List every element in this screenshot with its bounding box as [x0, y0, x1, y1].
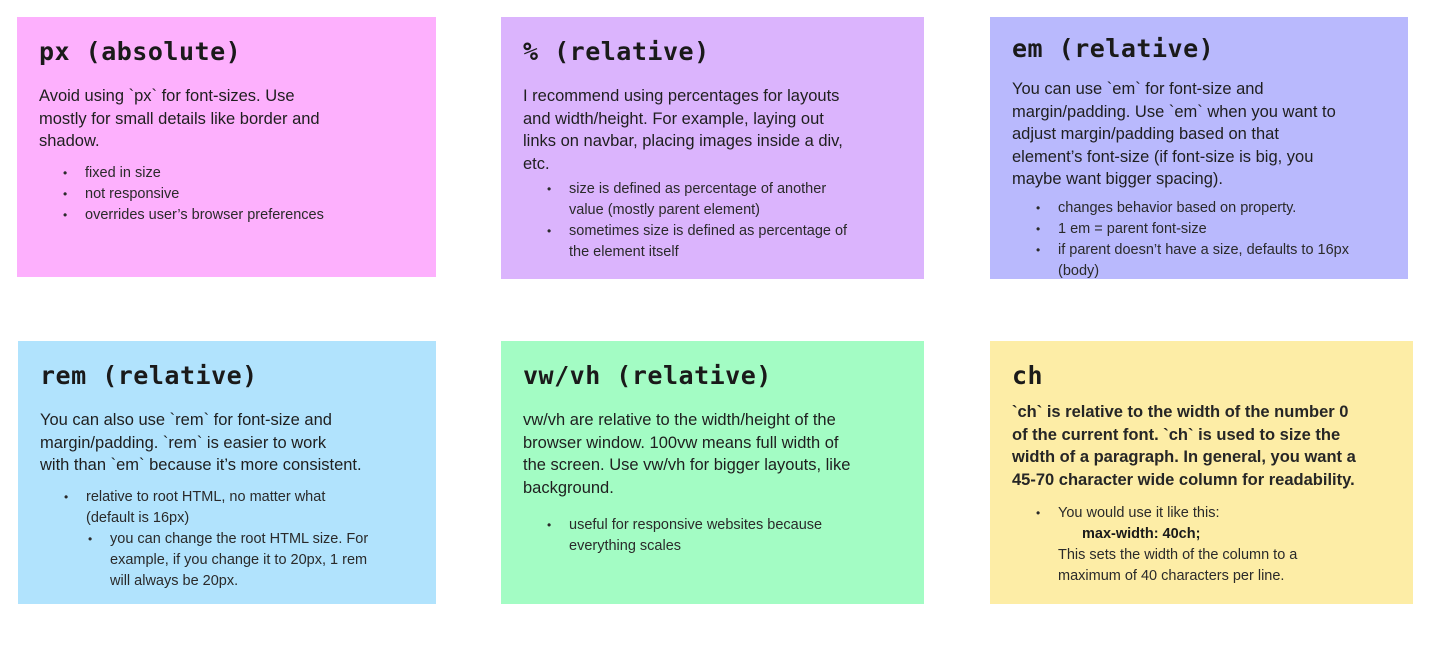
card-em: em (relative) You can use `em` for font-…	[990, 17, 1408, 279]
bullet-line: the element itself	[569, 244, 679, 260]
description-line: the screen. Use vw/vh for bigger layouts…	[523, 456, 851, 474]
description-line: mostly for small details like border and	[39, 109, 320, 128]
description-line: maybe want bigger spacing).	[1012, 170, 1223, 188]
bullet-item: sometimes size is defined as percentage …	[547, 221, 902, 263]
description-line: Avoid using `px` for font-sizes. Use	[39, 87, 295, 105]
bullet-item: useful for responsive websites because e…	[547, 515, 902, 557]
card-title: px (absolute)	[39, 37, 242, 66]
bullet-line: You would use it like this:	[1058, 505, 1220, 521]
bullet-line: (body)	[1058, 262, 1100, 279]
card-ch: ch `ch` is relative to the width of the …	[990, 341, 1413, 604]
sub-bullet-item: you can change the root HTML size. For e…	[88, 529, 414, 592]
bullet-item: 1 em = parent font-size	[1036, 219, 1386, 240]
card-description: You can use `em` for font-size and margi…	[1012, 78, 1386, 191]
description-line: of the current font. `ch` is used to siz…	[1012, 425, 1341, 444]
bullet-list: You would use it like this: max-width: 4…	[1012, 503, 1391, 587]
bullet-line: everything scales	[569, 538, 682, 554]
description-line: element’s font-size (if font-size is big…	[1012, 147, 1314, 166]
bullet-item: You would use it like this: max-width: 4…	[1036, 503, 1391, 587]
bullet-list: fixed in size not responsive overrides u…	[39, 163, 414, 226]
description-line: links on navbar, placing images inside a…	[523, 132, 843, 150]
description-line: adjust margin/padding based on that	[1012, 125, 1279, 143]
description-line: width of a paragraph. In general, you wa…	[1012, 448, 1356, 466]
card-title: rem (relative)	[40, 361, 258, 390]
description-line: browser window. 100vw means full width o…	[523, 433, 839, 452]
bullet-list: relative to root HTML, no matter what (d…	[40, 487, 414, 592]
bullet-line: maximum of 40 characters per line.	[1058, 568, 1285, 584]
bullet-item: size is defined as percentage of another…	[547, 179, 902, 221]
description-line: margin/padding. Use `em` when you want t…	[1012, 102, 1336, 121]
card-description: `ch` is relative to the width of the num…	[1012, 401, 1391, 491]
description-line: 45-70 character wide column for readabil…	[1012, 470, 1355, 489]
bullet-item: changes behavior based on property.	[1036, 198, 1386, 219]
description-line: I recommend using percentages for layout…	[523, 87, 840, 105]
description-line: with than `em` because it’s more consist…	[40, 456, 362, 474]
bullet-line: sometimes size is defined as percentage …	[569, 223, 848, 239]
description-line: etc.	[523, 154, 550, 173]
bullet-item: not responsive	[63, 184, 414, 205]
bullet-line: you can change the root HTML size. For	[110, 530, 369, 547]
bullet-item: overrides user’s browser preferences	[63, 205, 414, 226]
bullet-item: fixed in size	[63, 163, 414, 184]
card-percent: % (relative) I recommend using percentag…	[501, 17, 924, 279]
description-line: You can also use `rem` for font-size and	[40, 411, 332, 429]
bullet-line: useful for responsive websites because	[569, 517, 823, 533]
card-description: I recommend using percentages for layout…	[523, 85, 902, 175]
bullet-item: relative to root HTML, no matter what (d…	[64, 487, 414, 529]
description-line: `ch` is relative to the width of the num…	[1012, 403, 1349, 421]
code-example: max-width: 40ch;	[1082, 526, 1201, 542]
card-rem: rem (relative) You can also use `rem` fo…	[18, 341, 436, 604]
card-description: Avoid using `px` for font-sizes. Use mos…	[39, 85, 414, 153]
bullet-line: (default is 16px)	[86, 509, 190, 526]
description-line: You can use `em` for font-size and	[1012, 80, 1264, 98]
card-description: You can also use `rem` for font-size and…	[40, 409, 414, 477]
description-line: margin/padding. `rem` is easier to work	[40, 433, 327, 452]
bullet-list: changes behavior based on property. 1 em…	[1012, 198, 1386, 280]
bullet-line: example, if you change it to 20px, 1 rem	[110, 551, 368, 568]
bullet-line: This sets the width of the column to a	[1058, 547, 1298, 563]
card-title: vw/vh (relative)	[523, 361, 772, 390]
card-px: px (absolute) Avoid using `px` for font-…	[17, 17, 436, 277]
description-line: background.	[523, 478, 614, 497]
description-line: and width/height. For example, laying ou…	[523, 109, 824, 128]
bullet-item: if parent doesn’t have a size, defaults …	[1036, 240, 1386, 280]
card-title: ch	[1012, 361, 1044, 390]
card-description: vw/vh are relative to the width/height o…	[523, 409, 902, 499]
card-title: em (relative)	[1012, 34, 1215, 63]
bullet-list: useful for responsive websites because e…	[523, 515, 902, 557]
description-line: vw/vh are relative to the width/height o…	[523, 411, 836, 429]
bullet-line: size is defined as percentage of another	[569, 181, 827, 197]
bullet-line: will always be 20px.	[110, 572, 239, 589]
bullet-line: if parent doesn’t have a size, defaults …	[1058, 241, 1349, 258]
description-line: shadow.	[39, 132, 100, 150]
card-vw-vh: vw/vh (relative) vw/vh are relative to t…	[501, 341, 924, 604]
bullet-list: size is defined as percentage of another…	[523, 179, 902, 263]
bullet-line: relative to root HTML, no matter what	[86, 488, 326, 505]
card-title: % (relative)	[523, 37, 710, 66]
bullet-line: value (mostly parent element)	[569, 202, 760, 218]
